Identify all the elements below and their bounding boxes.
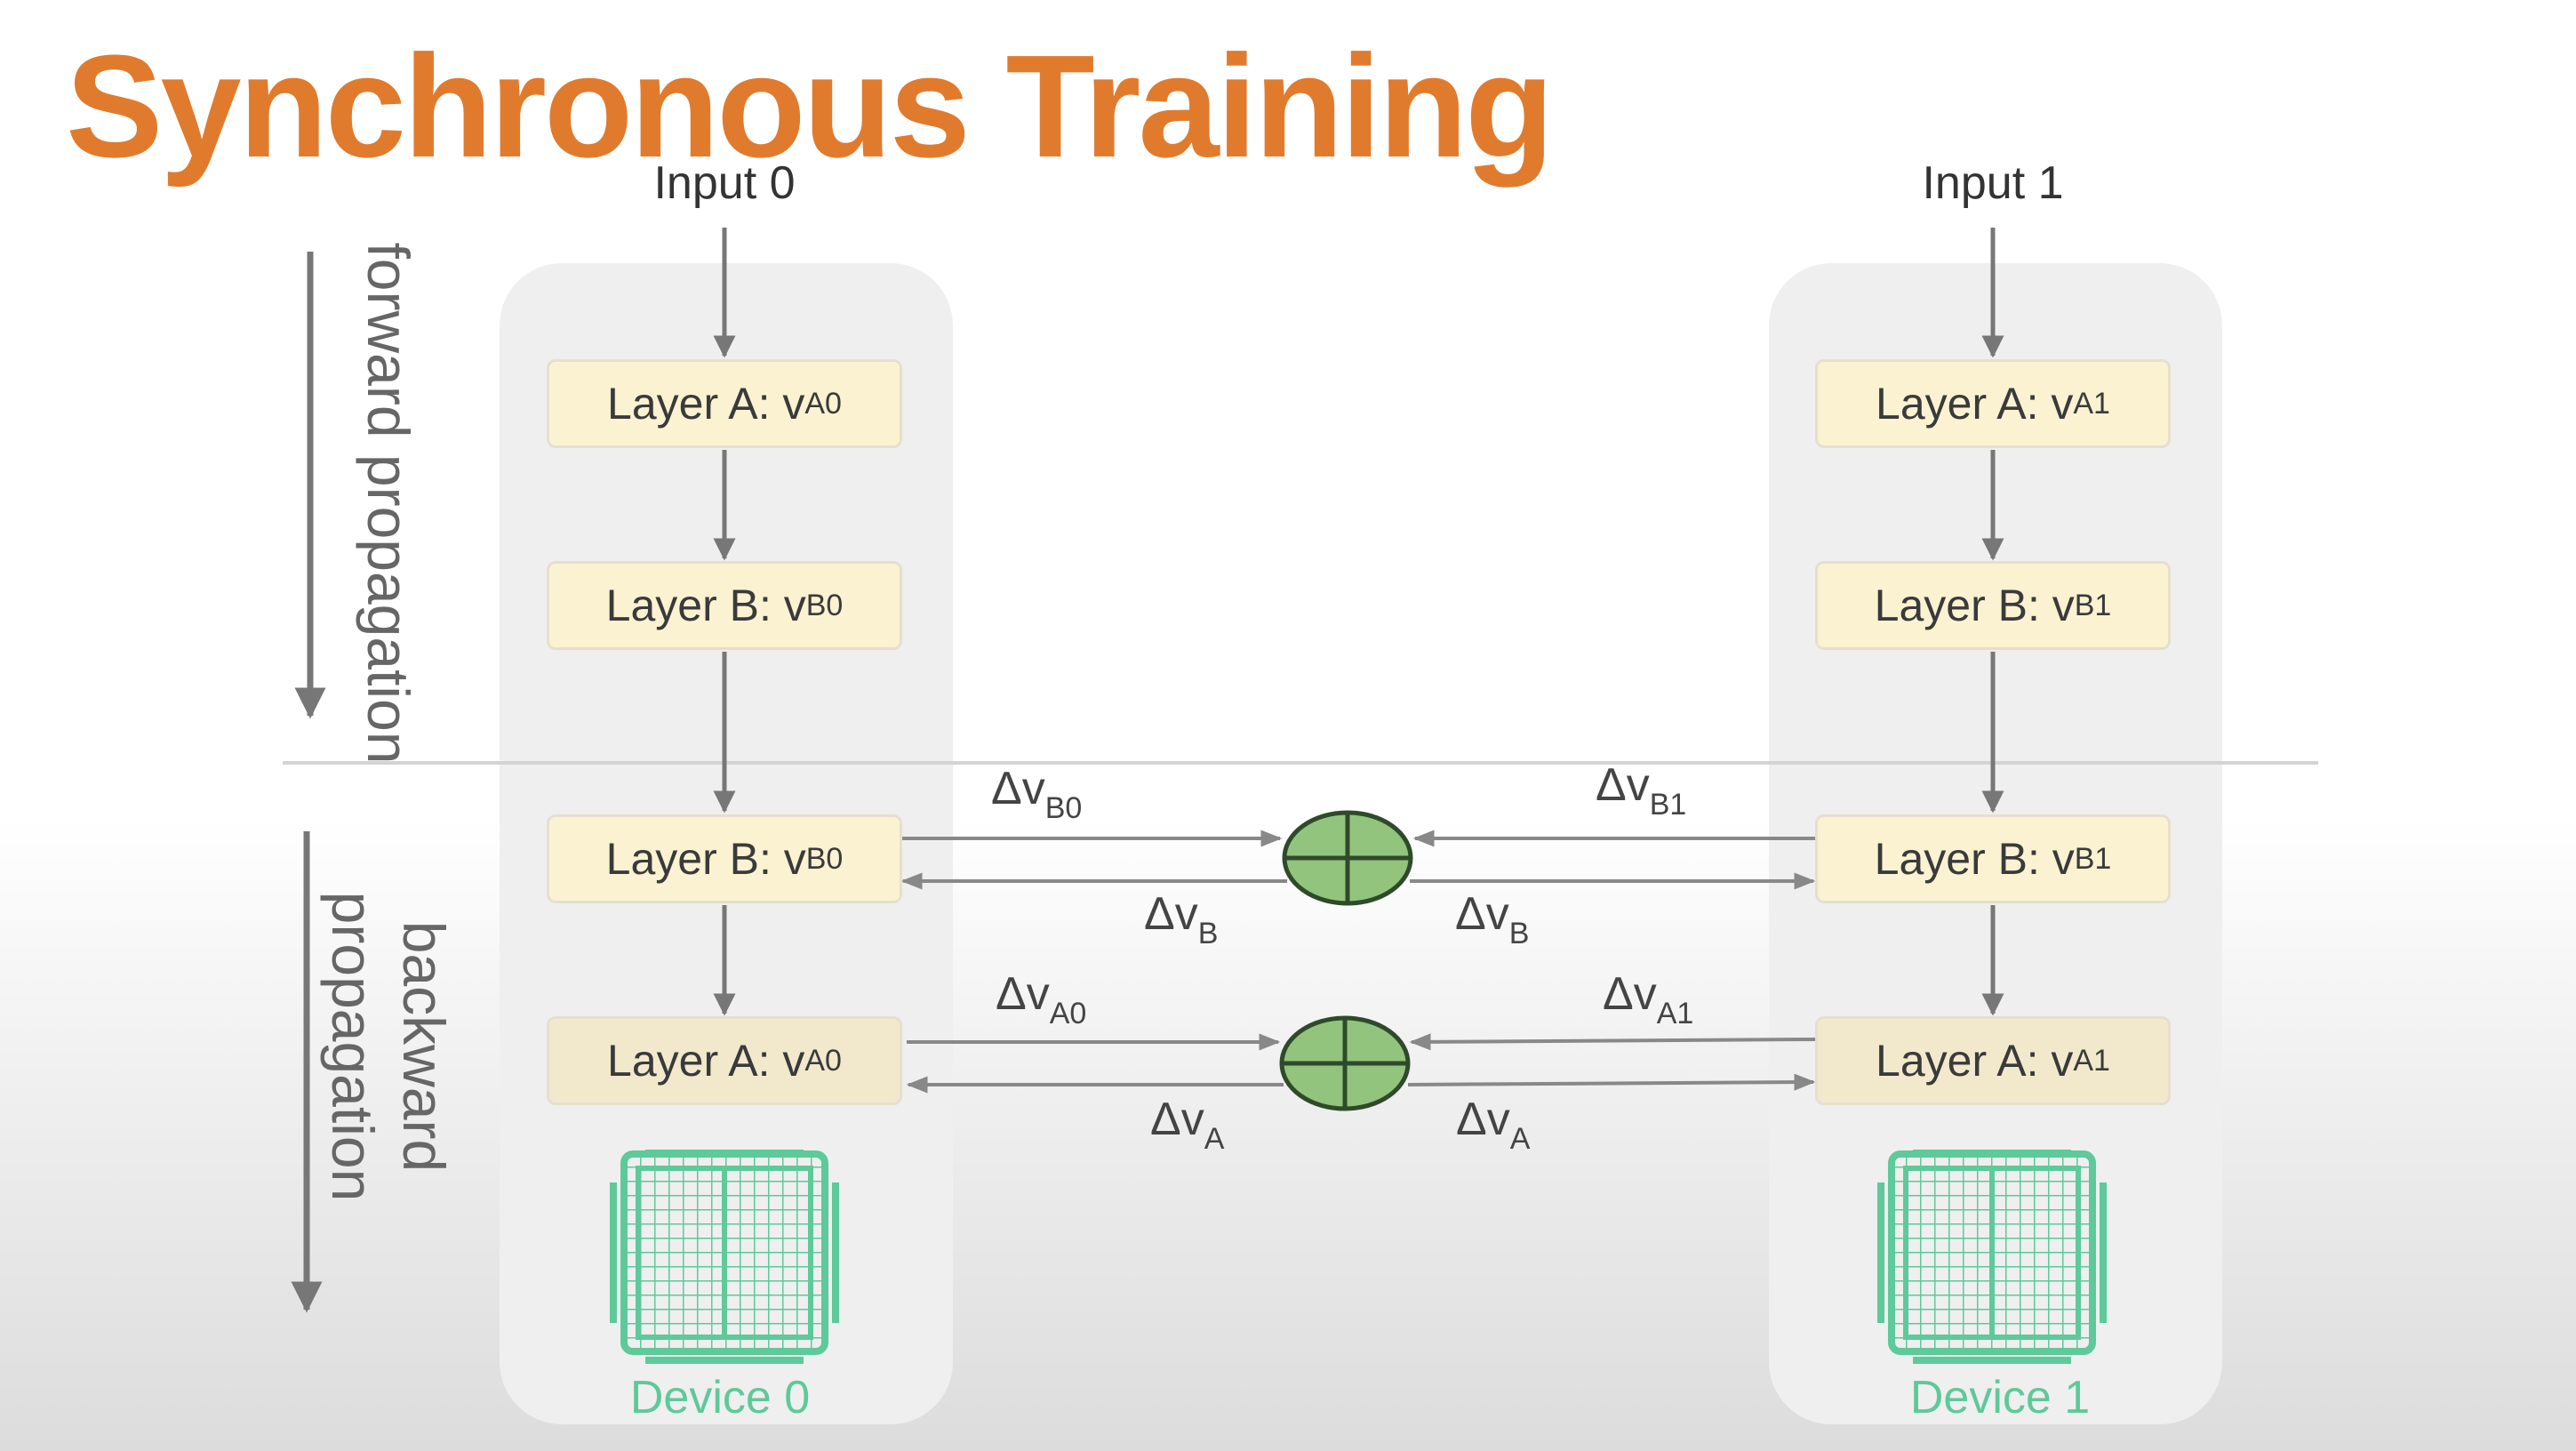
backward-propagation-label: backward propagation — [320, 891, 457, 1202]
grad-label-b0: ΔvB0 — [991, 762, 1082, 826]
layer-subscript: B1 — [2074, 841, 2112, 876]
grad-a1-arrow — [1409, 1033, 1816, 1051]
input-0-label: Input 0 — [653, 157, 796, 209]
allreduce-sum-icon-a — [1279, 1015, 1411, 1111]
grad-subscript: B — [1197, 917, 1219, 950]
grad-symbol: Δv — [1603, 968, 1657, 1020]
chip-icon-device-1 — [1877, 1150, 2107, 1364]
grad-subscript: A0 — [1049, 997, 1087, 1030]
chip-icon-device-0 — [610, 1150, 839, 1364]
layer-label: Layer B: v — [605, 581, 806, 630]
grad-subscript: B1 — [1649, 788, 1687, 822]
grad-symbol: Δv — [1456, 1094, 1510, 1145]
device-0-label: Device 0 — [629, 1372, 811, 1423]
grad-label-b-right: ΔvB — [1455, 887, 1529, 951]
grad-symbol: Δv — [991, 763, 1045, 814]
grad-symbol: Δv — [1150, 1094, 1204, 1145]
layer-label: Layer A: v — [607, 1036, 805, 1086]
layer-subscript: A1 — [2073, 1043, 2110, 1078]
grad-subscript: A — [1204, 1122, 1225, 1156]
grad-symbol: Δv — [996, 968, 1050, 1020]
layer-label: Layer A: v — [1876, 1036, 2074, 1086]
device-1-label: Device 1 — [1909, 1372, 2091, 1423]
grad-a-right-arrow — [1407, 1073, 1816, 1091]
layer-subscript: B1 — [2074, 588, 2112, 622]
slide-title: Synchronous Training — [66, 25, 1554, 188]
grad-label-b1: ΔvB1 — [1596, 758, 1686, 822]
grad-subscript: A — [1509, 1122, 1531, 1156]
layer-subscript: A0 — [804, 1043, 842, 1078]
layer-subscript: A0 — [804, 386, 842, 421]
layer-subscript: A1 — [2073, 386, 2110, 421]
grad-label-a0: ΔvA0 — [996, 967, 1086, 1031]
layer-label: Layer B: v — [1874, 834, 2075, 884]
input-1-label: Input 1 — [1922, 157, 2064, 209]
grad-label-a-right: ΔvA — [1456, 1093, 1530, 1157]
grad-label-a-left: ΔvA — [1150, 1093, 1224, 1157]
grad-symbol: Δv — [1596, 759, 1650, 811]
grad-label-a1: ΔvA1 — [1603, 967, 1693, 1031]
grad-subscript: A1 — [1656, 997, 1694, 1030]
grad-symbol: Δv — [1144, 888, 1198, 940]
grad-symbol: Δv — [1455, 888, 1509, 940]
grad-subscript: B0 — [1044, 791, 1083, 825]
layer-label: Layer B: v — [605, 834, 806, 884]
forward-propagation-label: forward propagation — [356, 242, 421, 765]
layer-subscript: B0 — [805, 588, 844, 622]
allreduce-sum-icon-b — [1282, 810, 1413, 906]
layer-label: Layer B: v — [1874, 581, 2075, 630]
grad-subscript: B — [1508, 917, 1530, 950]
layer-label: Layer A: v — [1876, 379, 2074, 429]
layer-label: Layer A: v — [607, 379, 805, 429]
layer-subscript: B0 — [805, 841, 844, 876]
grad-label-b-left: ΔvB — [1144, 887, 1218, 951]
